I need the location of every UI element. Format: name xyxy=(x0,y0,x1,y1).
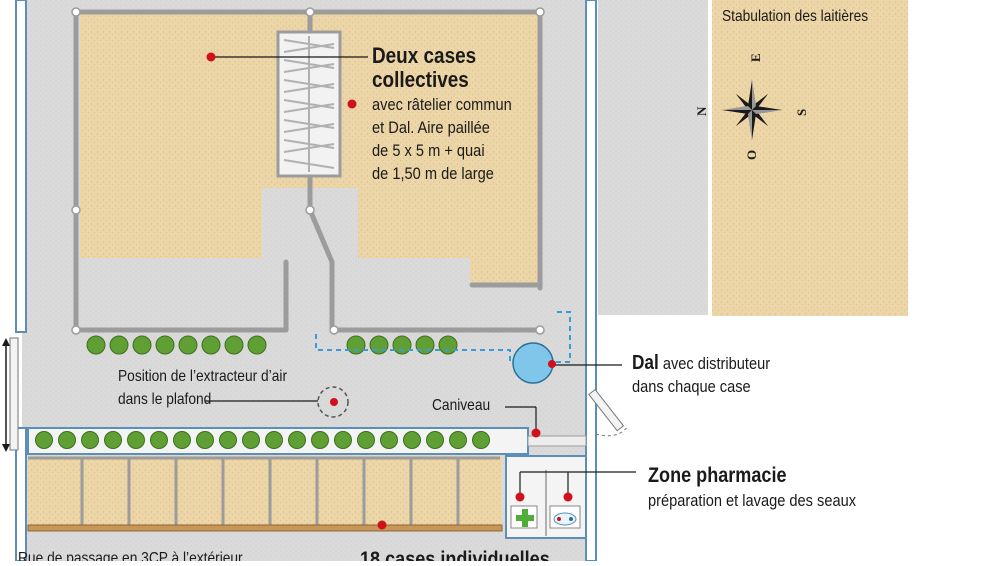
water-pipe xyxy=(315,334,511,362)
deux-cases-title-line1: Deux cases xyxy=(372,43,477,68)
compass-north: N xyxy=(694,106,709,116)
dal-desc-line1: avec distributeur xyxy=(658,354,771,373)
left-wall xyxy=(15,0,27,333)
compass-west: O xyxy=(744,150,759,160)
deux-cases-desc-line1: avec râtelier commun xyxy=(372,95,512,114)
extracteur-label-line2: dans le plafond xyxy=(118,391,212,408)
extracteur-label-line1: Position de l’extracteur d’air xyxy=(118,368,288,385)
door-swing xyxy=(595,425,629,437)
compass-south: S xyxy=(794,109,809,116)
bottom-title-partial-label: 18 cases individuelles xyxy=(360,548,550,561)
dal-desc-line2: dans chaque case xyxy=(632,377,751,396)
upper-feeders xyxy=(86,335,458,355)
right-door xyxy=(588,388,625,432)
pen-barrier xyxy=(27,524,503,532)
hay-rack-bars xyxy=(283,36,335,172)
individual-pens-straw xyxy=(28,456,502,528)
dal-label-line1: Dal avec distributeur xyxy=(632,352,770,375)
stabulation-label: Stabulation des laitières xyxy=(722,8,869,25)
individual-pen-dividers xyxy=(28,456,500,526)
rail-posts xyxy=(71,7,545,335)
pharmacy-cross-icon xyxy=(516,509,534,527)
dairy-stable-area xyxy=(712,0,908,316)
water-pipe-2 xyxy=(554,311,571,363)
dal-title: Dal xyxy=(632,352,659,374)
outside-concrete xyxy=(598,0,708,315)
deux-cases-desc-line2: et Dal. Aire paillée xyxy=(372,118,490,137)
callout-markers xyxy=(206,52,573,530)
door-panel xyxy=(9,337,19,451)
compass-icon xyxy=(722,80,782,140)
deux-cases-desc-line4: de 1,50 m de large xyxy=(372,164,494,183)
caniveau-label: Caniveau xyxy=(432,397,491,414)
lower-feeders xyxy=(35,431,490,449)
pharmacie-desc: préparation et lavage des seaux xyxy=(648,491,857,510)
dal-distributor xyxy=(512,342,554,384)
pharmacie-title: Zone pharmacie xyxy=(648,464,787,487)
bucket-icon xyxy=(553,512,577,526)
door-arrow-head-bottom xyxy=(2,444,10,452)
deux-cases-title-line2: collectives xyxy=(372,67,469,92)
door-arrow-head-top xyxy=(2,338,10,346)
deux-cases-desc-line3: de 5 x 5 m + quai xyxy=(372,141,485,160)
caniveau-channel xyxy=(527,435,587,447)
air-extractor xyxy=(317,386,349,418)
bottom-left-partial-label: Rue de passage en 3CP à l’extérieur xyxy=(18,550,243,561)
callout-lines xyxy=(205,56,636,496)
compass-east: E xyxy=(748,53,763,62)
right-wall xyxy=(585,0,597,562)
